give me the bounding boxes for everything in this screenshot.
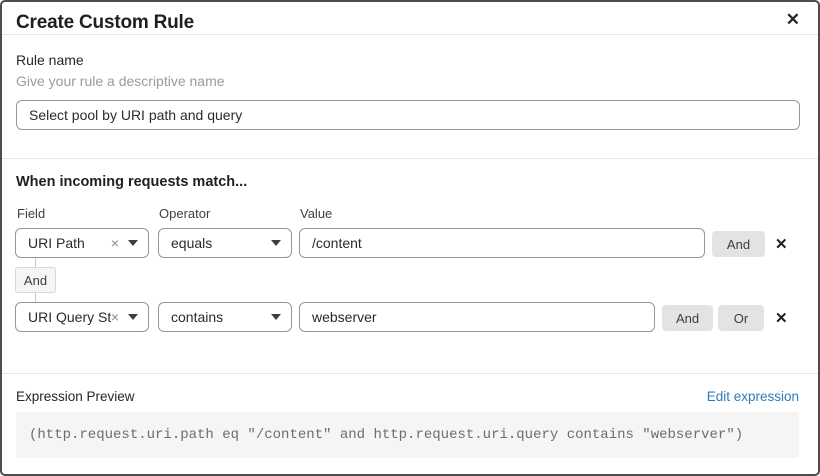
remove-row1-icon[interactable]: ✕	[775, 236, 788, 253]
dialog-title: Create Custom Rule	[16, 12, 194, 33]
operator-select-row2-value: contains	[171, 309, 224, 325]
remove-row2-icon[interactable]: ✕	[775, 310, 788, 327]
chevron-down-icon	[128, 240, 138, 246]
and-button-row2[interactable]: And	[662, 305, 713, 331]
value-input-row2[interactable]	[299, 302, 655, 332]
clear-selection-icon[interactable]: ×	[110, 235, 119, 251]
operator-select-row2[interactable]: contains	[158, 302, 292, 332]
expression-preview-label: Expression Preview	[16, 389, 135, 404]
value-column-label: Value	[300, 206, 333, 221]
header-divider	[2, 34, 818, 35]
rule-name-input[interactable]	[16, 100, 800, 130]
operator-column-label: Operator	[159, 206, 211, 221]
chevron-down-icon	[128, 314, 138, 320]
match-section-heading: When incoming requests match...	[16, 174, 248, 190]
value-input-row1[interactable]	[299, 228, 705, 258]
expression-code: (http.request.uri.path eq "/content" and…	[29, 427, 744, 443]
rule-name-label: Rule name	[16, 52, 84, 68]
connector-line	[35, 293, 36, 303]
field-select-row2[interactable]: URI Query St... ×	[15, 302, 149, 332]
operator-select-row1-value: equals	[171, 235, 213, 251]
connector-line	[35, 258, 36, 268]
section-divider	[2, 158, 818, 159]
and-button-row1[interactable]: And	[712, 231, 765, 257]
field-select-row1-value: URI Path	[28, 235, 85, 251]
field-select-row1[interactable]: URI Path ×	[15, 228, 149, 258]
and-connector-badge: And	[15, 267, 56, 293]
edit-expression-link[interactable]: Edit expression	[706, 389, 799, 404]
expression-preview-box: (http.request.uri.path eq "/content" and…	[16, 412, 799, 458]
rule-name-hint: Give your rule a descriptive name	[16, 73, 225, 89]
field-select-row2-value: URI Query St...	[28, 309, 111, 325]
chevron-down-icon	[271, 240, 281, 246]
section-divider	[2, 373, 818, 374]
close-icon[interactable]: ✕	[782, 7, 804, 32]
or-button-row2[interactable]: Or	[718, 305, 764, 331]
clear-selection-icon[interactable]: ×	[110, 309, 119, 325]
chevron-down-icon	[271, 314, 281, 320]
operator-select-row1[interactable]: equals	[158, 228, 292, 258]
field-column-label: Field	[17, 206, 46, 221]
